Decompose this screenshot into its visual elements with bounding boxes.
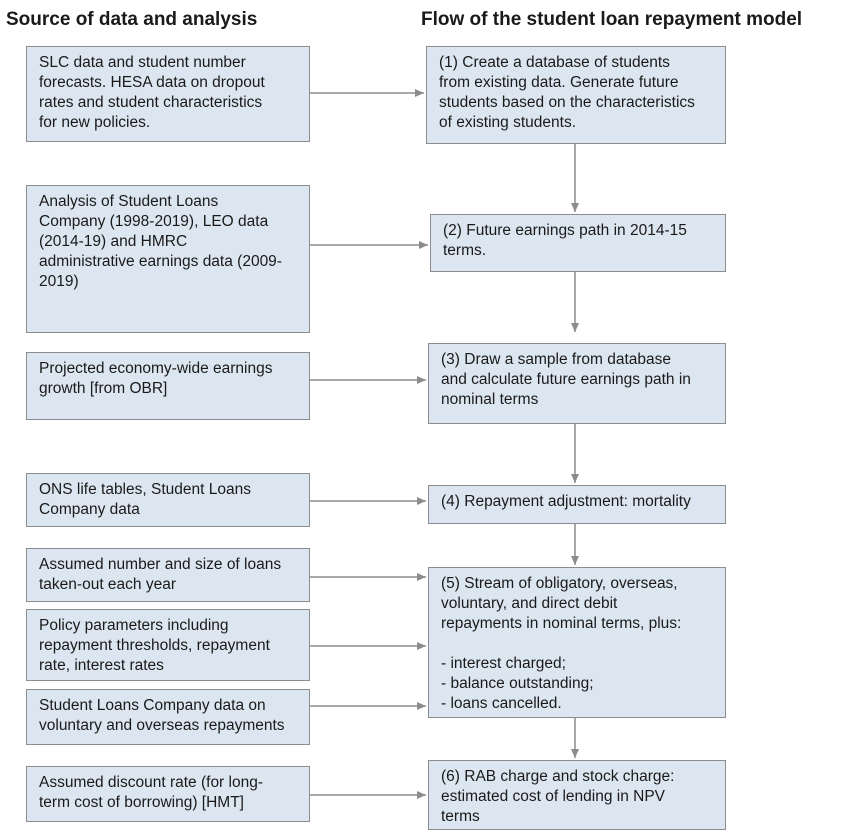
box-text-line: from existing data. Generate future [439, 74, 679, 91]
box-text-line: Company (1998-2019), LEO data [39, 213, 269, 230]
box-text-line: administrative earnings data (2009- [39, 253, 282, 270]
model-step-2-earnings-path: (2) Future earnings path in 2014-15 term… [430, 214, 726, 272]
box-text-line: Assumed discount rate (for long- [39, 774, 263, 791]
source-column-heading: Source of data and analysis [6, 9, 258, 30]
box-text-line: (2014-19) and HMRC [39, 233, 188, 250]
box-text-line: of existing students. [439, 114, 576, 131]
box-text-line: terms [441, 808, 480, 825]
box-text-line: Student Loans Company data on [39, 697, 266, 714]
model-step-6-rab-charge: (6) RAB charge and stock charge: estimat… [428, 760, 726, 830]
model-step-4-mortality: (4) Repayment adjustment: mortality [428, 485, 726, 524]
box-text-line: Analysis of Student Loans [39, 193, 219, 210]
box-text-line: (6) RAB charge and stock charge: [441, 768, 675, 785]
box-text-line: repayments in nominal terms, plus: [441, 615, 682, 632]
box-text-line: nominal terms [441, 391, 539, 408]
box-text-line: estimated cost of lending in NPV [441, 788, 666, 805]
box-text-line: rate, interest rates [39, 657, 164, 674]
source-box-policy-parameters: Policy parameters including repayment th… [26, 609, 310, 681]
bullet-item: - interest charged; [441, 655, 566, 672]
box-text-line: (2) Future earnings path in 2014-15 [443, 222, 687, 239]
box-text-line: forecasts. HESA data on dropout [39, 74, 265, 91]
box-text-line: terms. [443, 242, 487, 259]
box-text-line: 2019) [39, 273, 79, 290]
box-text-line: Assumed number and size of loans [39, 556, 282, 573]
box-text-line: term cost of borrowing) [HMT] [39, 794, 244, 811]
bullet-item: - balance outstanding; [441, 675, 594, 692]
model-flow-column-heading: Flow of the student loan repayment model [421, 9, 803, 30]
box-text-line: growth [from OBR] [39, 380, 168, 397]
source-box-loan-numbers: Assumed number and size of loans taken-o… [26, 548, 310, 602]
box-text-line: (1) Create a database of students [439, 54, 670, 71]
box-text-line: rates and student characteristics [39, 94, 263, 111]
box-text-line: repayment thresholds, repayment [39, 637, 270, 654]
source-box-discount-rate: Assumed discount rate (for long- term co… [26, 766, 310, 822]
model-step-1-database: (1) Create a database of students from e… [426, 46, 726, 144]
box-text-line: Policy parameters including [39, 617, 229, 634]
box-text-line: Projected economy-wide earnings [39, 360, 273, 377]
box-text-line: and calculate future earnings path in [441, 371, 691, 388]
box-text-line: ONS life tables, Student Loans [39, 481, 251, 498]
source-box-obr-earnings-growth: Projected economy-wide earnings growth [… [26, 352, 310, 420]
box-text-line: (3) Draw a sample from database [441, 351, 672, 368]
box-text-line: SLC data and student number [39, 54, 246, 71]
source-box-earnings-analysis: Analysis of Student Loans Company (1998-… [26, 185, 310, 333]
box-text-line: (4) Repayment adjustment: mortality [441, 493, 691, 510]
box-text-line: Company data [39, 501, 140, 518]
box-text-line: taken-out each year [39, 576, 177, 593]
source-box-voluntary-repayments: Student Loans Company data on voluntary … [26, 689, 310, 745]
paragraph-gap [441, 634, 715, 654]
box-text-line: voluntary, and direct debit [441, 595, 618, 612]
model-step-5-repayment-stream: (5) Stream of obligatory, overseas, volu… [428, 567, 726, 718]
source-box-ons-life-tables: ONS life tables, Student Loans Company d… [26, 473, 310, 527]
box-text-line: students based on the characteristics [439, 94, 695, 111]
model-step-3-draw-sample: (3) Draw a sample from database and calc… [428, 343, 726, 424]
box-text-line: (5) Stream of obligatory, overseas, [441, 575, 678, 592]
source-box-slc-hesa-data: SLC data and student number forecasts. H… [26, 46, 310, 142]
box-text-line: for new policies. [39, 114, 151, 131]
box-text-line: voluntary and overseas repayments [39, 717, 285, 734]
bullet-item: - loans cancelled. [441, 695, 562, 712]
